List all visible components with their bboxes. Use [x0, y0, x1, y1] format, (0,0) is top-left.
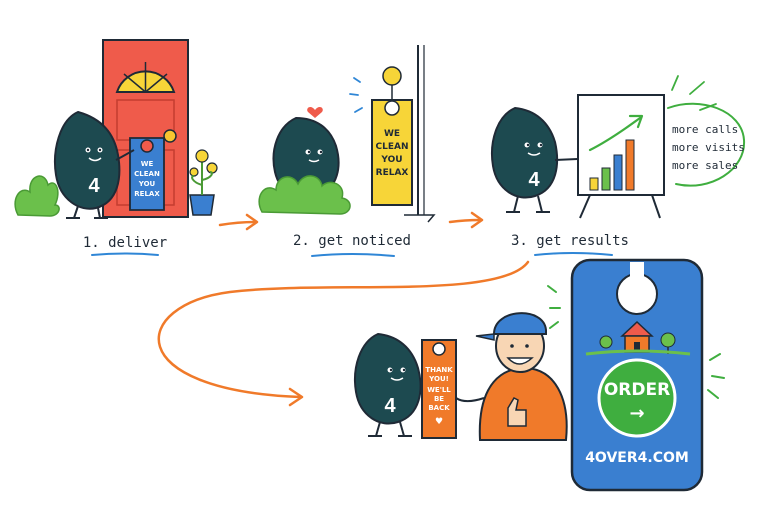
arrow-step-2-to-3 — [448, 211, 484, 229]
step-1-scene: WE CLEAN YOU RELAX 4 — [14, 39, 218, 219]
result-item: more visits — [672, 141, 745, 154]
bush-center — [258, 175, 351, 215]
door-frame — [404, 45, 436, 223]
hanger-small-line: YOU — [138, 180, 156, 188]
cap-icon — [492, 312, 547, 335]
thank-you-line: WE'LL — [427, 386, 451, 394]
thank-you-line: YOU! — [428, 375, 449, 383]
flower-pot — [189, 149, 218, 216]
hanger-small-line: CLEAN — [134, 170, 160, 178]
step-1-label: 1. deliver — [83, 235, 167, 251]
step-3-label: 3. get results — [511, 233, 629, 249]
thank-you-line: THANK — [425, 366, 453, 374]
arrow-right-icon: → — [629, 403, 644, 424]
thumbs-up-icon — [507, 397, 527, 427]
mascot-4: 4 — [354, 332, 422, 437]
hanger-yellow-line: WE — [384, 129, 400, 139]
hanger-yellow-line: RELAX — [376, 168, 409, 178]
result-item: more calls — [672, 123, 738, 136]
bush-left — [14, 175, 60, 217]
happy-customer — [455, 312, 568, 441]
mascot-number: 4 — [88, 175, 100, 197]
blue-hanger-small: WE CLEAN YOU RELAX — [129, 137, 165, 211]
results-easel — [577, 94, 665, 219]
website-label: 4OVER4.COM — [585, 450, 689, 466]
result-item: more sales — [672, 159, 738, 172]
door-knob — [163, 129, 177, 143]
step-3-underline — [534, 252, 613, 256]
house-icon — [620, 320, 654, 353]
step-2-underline — [311, 253, 395, 257]
hanger-yellow-line: CLEAN — [376, 142, 409, 152]
thank-you-heart: ♥ — [435, 417, 443, 427]
mascot-1: 4 — [54, 110, 135, 219]
knob-icon — [382, 66, 402, 86]
hanger-small-line: WE — [141, 160, 154, 168]
mascot-number: 4 — [528, 169, 540, 191]
arrow-step-1-to-2 — [218, 213, 259, 231]
hanger-yellow-line: YOU — [380, 155, 402, 165]
step-2-scene: WE CLEAN YOU RELAX — [258, 45, 436, 223]
hanger-small-line: RELAX — [134, 190, 160, 198]
heart-icon — [307, 106, 323, 118]
arrow-results-to-thank-you — [157, 260, 530, 407]
results-bubble: more calls more visits more sales — [667, 75, 746, 187]
thank-you-line: BE — [434, 395, 444, 403]
step-3-scene: 4 more calls more visits more sa — [491, 75, 746, 219]
yellow-hanger: WE CLEAN YOU RELAX — [349, 66, 413, 206]
order-label: ORDER — [604, 380, 670, 400]
step-1-underline — [91, 252, 159, 256]
tree-icon — [599, 332, 676, 354]
order-button — [597, 358, 677, 438]
thank-you-hanger: THANK YOU! WE'LL BE BACK ♥ — [421, 339, 457, 439]
bar-chart-icon — [589, 139, 635, 191]
mascot-number: 4 — [384, 395, 396, 417]
step-2-label: 2. get noticed — [293, 233, 411, 249]
thank-you-line: BACK — [428, 404, 450, 412]
trend-arrow — [588, 116, 642, 152]
thank-you-scene: 4 THANK YOU! WE'LL BE BACK ♥ — [354, 312, 568, 441]
mascot-3: 4 — [491, 106, 601, 213]
big-door-hanger: ORDER → 4OVER4.COM — [547, 258, 725, 492]
